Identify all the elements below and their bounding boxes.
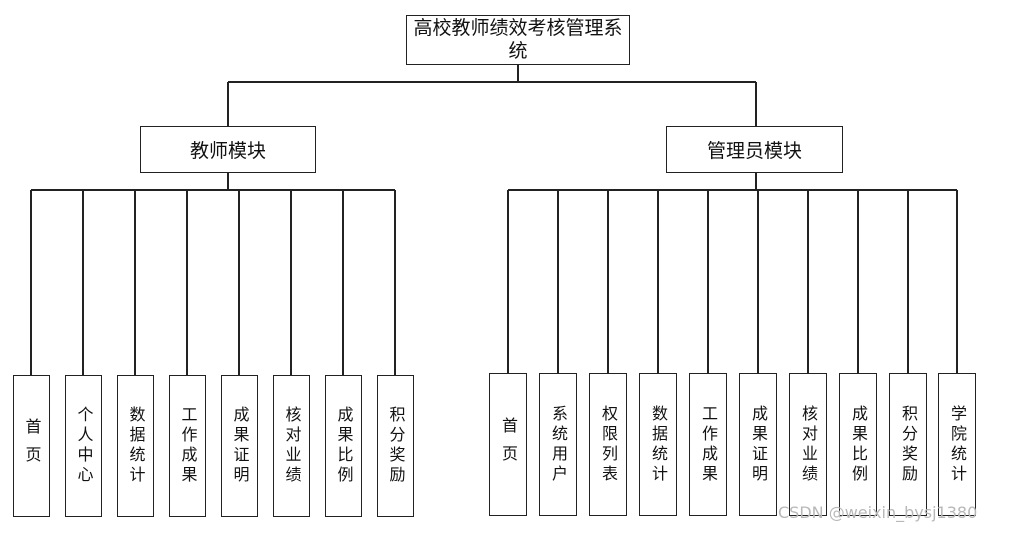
module-teacher-label: 教师模块 xyxy=(189,140,266,162)
admin-leaf: 核对业绩 xyxy=(789,373,827,516)
teacher-leaf: 工作成果 xyxy=(169,375,206,517)
root-node: 高校教师绩效考核管理系统 xyxy=(406,15,630,65)
admin-leaf: 成果证明 xyxy=(739,373,777,516)
teacher-leaf: 个人中心 xyxy=(65,375,102,517)
admin-leaf: 成果比例 xyxy=(839,373,877,516)
module-teacher: 教师模块 xyxy=(140,126,316,173)
teacher-leaf-label: 数据统计 xyxy=(126,406,146,486)
admin-leaf: 系统用户 xyxy=(539,373,577,516)
teacher-leaf-label: 工作成果 xyxy=(178,406,198,486)
teacher-leaf: 核对业绩 xyxy=(273,375,310,517)
root-node-label: 高校教师绩效考核管理系统 xyxy=(413,17,623,62)
admin-leaf: 首页 xyxy=(489,373,527,516)
admin-leaf: 数据统计 xyxy=(639,373,677,516)
teacher-leaf: 积分奖励 xyxy=(377,375,414,517)
module-admin-label: 管理员模块 xyxy=(706,140,802,162)
teacher-leaf: 数据统计 xyxy=(117,375,154,517)
teacher-leaf-label: 成果比例 xyxy=(334,406,354,486)
admin-leaf-label: 权限列表 xyxy=(599,404,618,485)
admin-leaf-label: 工作成果 xyxy=(699,404,718,485)
admin-leaf-label: 系统用户 xyxy=(549,404,568,485)
teacher-leaf: 首页 xyxy=(13,375,50,517)
admin-leaf: 学院统计 xyxy=(938,373,976,516)
admin-leaf: 积分奖励 xyxy=(889,373,927,516)
admin-leaf: 权限列表 xyxy=(589,373,627,516)
admin-leaf-label: 成果比例 xyxy=(849,404,868,485)
admin-leaf-label: 数据统计 xyxy=(649,404,668,485)
teacher-leaf-label: 首页 xyxy=(22,418,42,474)
admin-leaf-label: 首页 xyxy=(499,416,518,473)
teacher-leaf-label: 核对业绩 xyxy=(282,406,302,486)
admin-leaf-label: 积分奖励 xyxy=(899,404,918,485)
teacher-leaf: 成果比例 xyxy=(325,375,362,517)
teacher-leaf-label: 成果证明 xyxy=(230,406,250,486)
teacher-leaf-label: 积分奖励 xyxy=(386,406,406,486)
admin-leaf-label: 学院统计 xyxy=(948,404,967,485)
admin-leaf-label: 成果证明 xyxy=(749,404,768,485)
module-admin: 管理员模块 xyxy=(666,126,843,173)
watermark-text: CSDN @weixin_bysj1380 xyxy=(778,503,978,522)
teacher-leaf: 成果证明 xyxy=(221,375,258,517)
admin-leaf: 工作成果 xyxy=(689,373,727,516)
admin-leaf-label: 核对业绩 xyxy=(799,404,818,485)
teacher-leaf-label: 个人中心 xyxy=(74,406,94,486)
